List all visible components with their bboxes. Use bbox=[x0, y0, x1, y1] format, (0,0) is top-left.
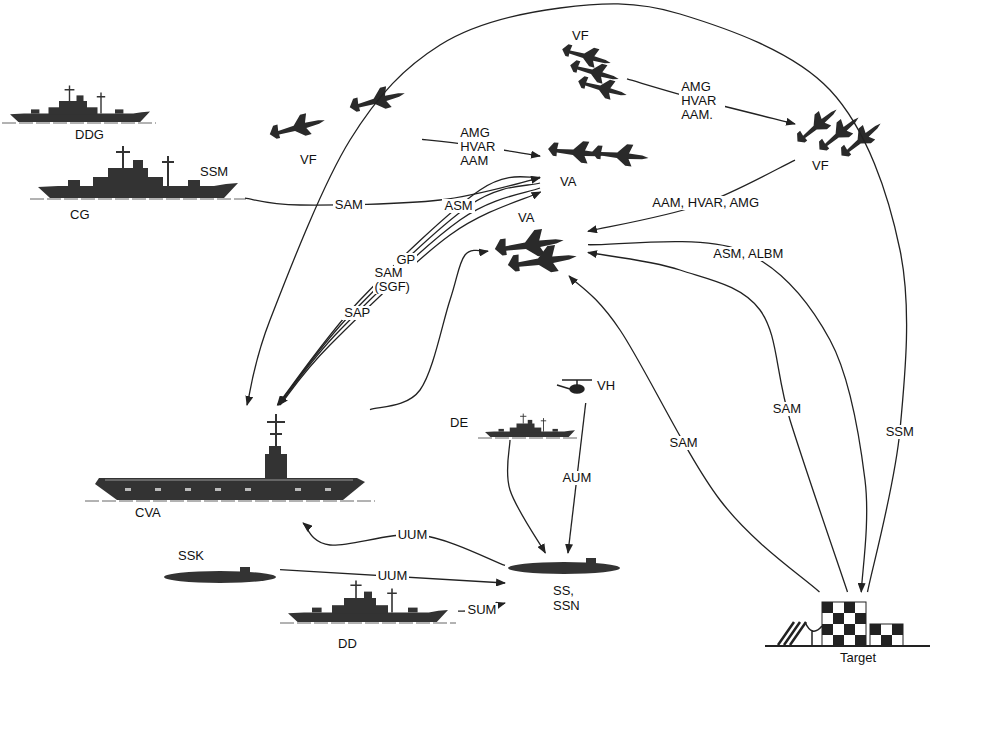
platform-label: DDG bbox=[75, 127, 104, 142]
weapon-label: SSM bbox=[884, 425, 916, 439]
weapon-trajectory bbox=[588, 242, 867, 592]
platform-node: VA bbox=[540, 138, 655, 192]
weapon-label: AMG HVAR AAM bbox=[458, 126, 504, 168]
platform-label: DD bbox=[338, 636, 357, 651]
weapon-trajectory bbox=[588, 160, 795, 231]
weapon-trajectory bbox=[277, 177, 540, 405]
weapon-trajectory bbox=[627, 79, 795, 124]
platform-node: VF bbox=[262, 88, 422, 172]
platform-label: SSK bbox=[178, 548, 204, 563]
platform-label: Target bbox=[840, 650, 876, 665]
platform-node: DDG bbox=[5, 85, 155, 145]
platform-node: VH bbox=[555, 372, 620, 403]
water-line bbox=[2, 123, 580, 623]
platform-label: VF bbox=[572, 28, 589, 43]
weapon-label: ASM bbox=[442, 199, 474, 213]
aircraft-silhouette bbox=[267, 40, 886, 278]
platform-node: DD bbox=[283, 578, 458, 654]
weapon-trajectory bbox=[280, 570, 505, 583]
weapon-label: SAM (SGF) bbox=[373, 266, 421, 294]
weapon-label: AMG HVAR AAM. bbox=[679, 80, 725, 122]
platform-node: SS, SSN bbox=[505, 553, 623, 620]
weapon-label: GP bbox=[394, 253, 417, 267]
weapon-trajectory bbox=[279, 188, 540, 405]
platform-label: VF bbox=[300, 152, 317, 167]
platform-node: VA bbox=[488, 210, 588, 276]
submarine-silhouette bbox=[164, 558, 620, 583]
weapon-trajectory bbox=[588, 253, 848, 593]
weapon-label: SSM bbox=[200, 164, 228, 179]
platform-label: SS, SSN bbox=[553, 583, 585, 613]
platform-node: VF bbox=[552, 28, 627, 108]
weapon-label: SAP bbox=[342, 306, 372, 320]
platform-label: VA bbox=[560, 174, 576, 189]
platform-label: VA bbox=[518, 210, 534, 225]
platform-node: DE bbox=[445, 405, 575, 440]
weapon-label: SAM bbox=[333, 198, 365, 212]
target-silhouette bbox=[765, 602, 930, 646]
platform-node: VF bbox=[795, 95, 895, 178]
weapon-label: SUM bbox=[465, 603, 498, 617]
helicopter-silhouette bbox=[557, 380, 592, 393]
weapon-trajectory bbox=[303, 523, 505, 565]
platform-node: Target bbox=[800, 592, 920, 667]
platform-label: VH bbox=[597, 378, 615, 393]
platform-label: CVA bbox=[135, 505, 161, 520]
weapon-label: SAM bbox=[668, 436, 700, 450]
ship-silhouette bbox=[10, 86, 575, 622]
weapon-trajectory bbox=[370, 250, 488, 409]
platform-label: CG bbox=[70, 207, 90, 222]
weapon-label: UUM bbox=[376, 569, 410, 583]
platform-label: DE bbox=[450, 415, 468, 430]
weapon-trajectory bbox=[247, 4, 907, 592]
weapon-label: SAM bbox=[771, 402, 803, 416]
weapon-label: AAM, HVAR, AMG bbox=[650, 196, 761, 210]
weapon-label: AUM bbox=[560, 471, 593, 485]
weapon-trajectory bbox=[280, 192, 540, 405]
weapon-trajectory bbox=[507, 440, 545, 553]
weapon-trajectory bbox=[278, 183, 540, 405]
carrier-silhouette bbox=[95, 414, 365, 500]
platform-node: CG bbox=[33, 145, 245, 225]
platform-node: SSK bbox=[160, 545, 280, 587]
weapon-label: ASM, ALBM bbox=[711, 247, 785, 261]
platform-node: CVA bbox=[92, 405, 370, 523]
platform-label: VF bbox=[812, 158, 829, 173]
weapon-label: UUM bbox=[396, 528, 430, 542]
weapon-trajectory bbox=[569, 276, 819, 592]
